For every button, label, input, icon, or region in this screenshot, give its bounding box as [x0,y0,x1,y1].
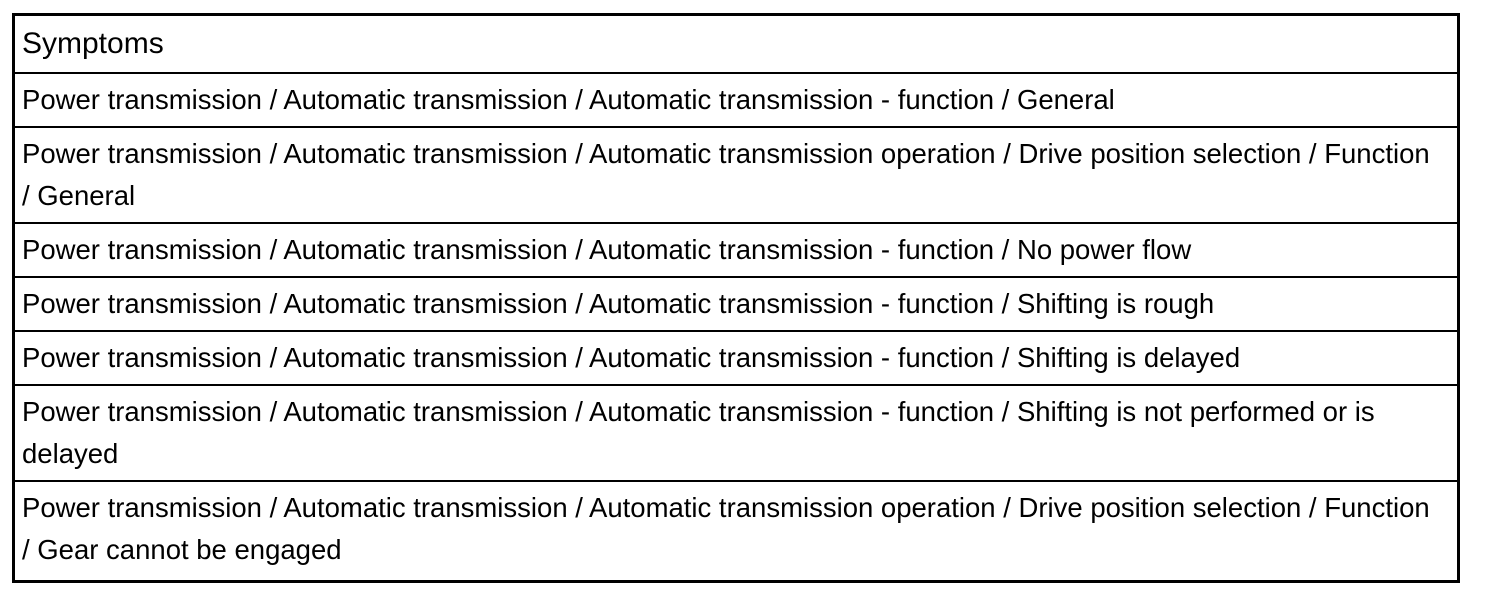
symptoms-table: Symptoms Power transmission / Automatic … [12,13,1460,583]
symptom-row: Power transmission / Automatic transmiss… [15,480,1457,580]
symptoms-table-header: Symptoms [22,27,164,60]
symptom-row: Power transmission / Automatic transmiss… [15,126,1457,222]
symptom-row: Power transmission / Automatic transmiss… [15,72,1457,126]
symptom-row: Power transmission / Automatic transmiss… [15,384,1457,480]
symptom-row: Power transmission / Automatic transmiss… [15,276,1457,330]
symptom-row: Power transmission / Automatic transmiss… [15,222,1457,276]
symptom-row: Power transmission / Automatic transmiss… [15,330,1457,384]
